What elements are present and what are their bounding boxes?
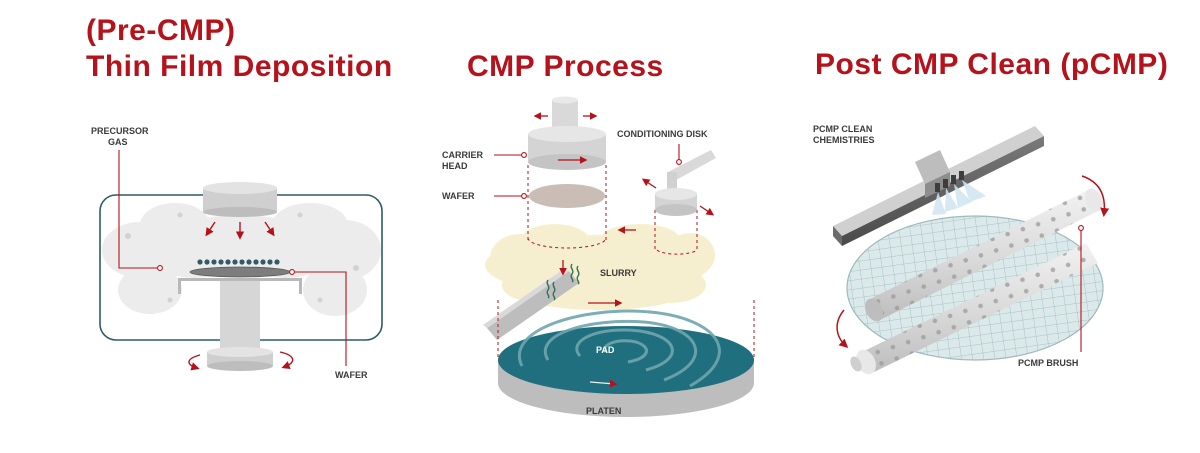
pcmp-brush-label: PCMP BRUSH [1018, 358, 1079, 368]
precursor-molecules [197, 259, 280, 265]
brush-rotation-arrow-bottom [836, 309, 849, 349]
spray-bar [833, 126, 1044, 246]
deposition-chamber [99, 150, 383, 371]
slurry-dispense-arm [483, 260, 580, 340]
pcmp-clean-chemistries-label-line1: PCMP CLEAN [813, 124, 873, 134]
deposition-title-line1: (Pre-CMP) [86, 14, 236, 47]
wafer-leader [293, 271, 347, 366]
gas-flow-arrows [205, 221, 275, 240]
conditioning-disk [655, 150, 716, 216]
carrier-head [528, 96, 606, 170]
precursor-gas-label-line2: GAS [108, 137, 128, 147]
cmp-title: CMP Process [467, 50, 664, 83]
conditioning-arrows [617, 178, 715, 234]
rotation-arrow-left [188, 354, 201, 371]
deposition-title-line2: Thin Film Deposition [86, 50, 393, 83]
wafer-label-cmp: WAFER [442, 191, 475, 201]
chemistry-spray [932, 180, 986, 215]
wafer [189, 266, 291, 278]
pcmp-clean-chemistries-label-line2: CHEMISTRIES [813, 135, 875, 145]
pad-label: PAD [596, 345, 615, 355]
brush-rotation-arrow-top [1081, 175, 1110, 217]
alignment-guides [497, 165, 755, 360]
cmp-assembly [483, 96, 755, 417]
post-cmp-title: Post CMP Clean (pCMP) [815, 48, 1169, 81]
rotation-arrow-right [279, 351, 294, 370]
heater-table [178, 278, 302, 294]
polishing-pad [498, 326, 754, 394]
platen-label: PLATEN [586, 406, 622, 416]
showerhead [203, 182, 277, 217]
pcmp-assembly [833, 126, 1110, 375]
precursor-gas-label-line1: PRECURSOR [91, 126, 149, 136]
pedestal [207, 281, 273, 371]
pcmp-wafer [846, 215, 1104, 361]
wafer-label-deposition: WAFER [335, 370, 368, 380]
slurry-label: SLURRY [600, 268, 637, 278]
conditioning-disk-label: CONDITIONING DISK [617, 129, 708, 139]
pcmp-brush-upper [865, 188, 1103, 322]
cmp-wafer [529, 184, 605, 208]
platen [498, 309, 754, 417]
carrier-head-label-line1: CARRIER [442, 150, 484, 160]
carrier-head-label-line2: HEAD [442, 161, 468, 171]
pcmp-brush-lower [850, 243, 1098, 375]
precursor-leader [118, 150, 158, 269]
slurry-cloud [485, 224, 715, 310]
